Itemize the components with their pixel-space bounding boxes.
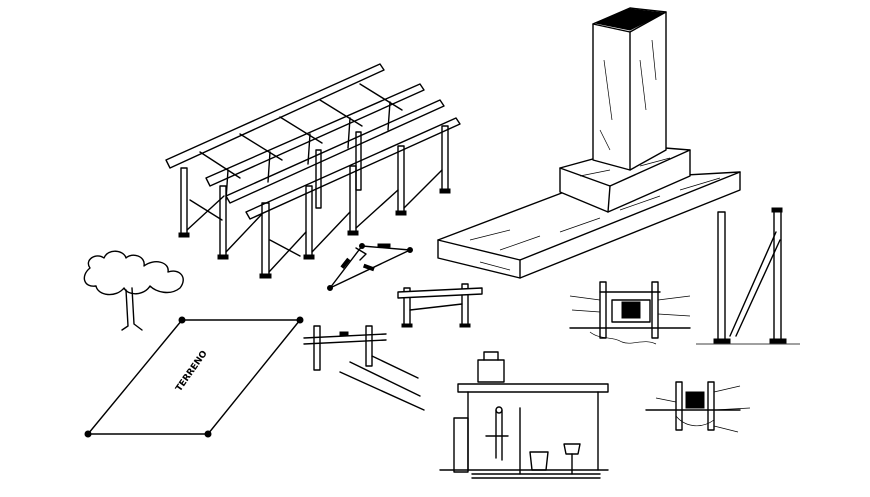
terrain-label: TERRENO bbox=[174, 349, 210, 394]
tree-symbol bbox=[83, 250, 184, 331]
foundation-section-detail bbox=[569, 281, 691, 345]
timber-frame-structure bbox=[165, 63, 461, 279]
braced-post-details bbox=[696, 207, 800, 345]
water-tank-utility-room bbox=[439, 351, 609, 479]
survey-layout-lines bbox=[327, 243, 413, 291]
footing-section-detail bbox=[645, 381, 751, 433]
terrain-plot: TERRENO bbox=[84, 316, 304, 438]
level-stakes-slope bbox=[303, 325, 425, 411]
column-footing-block bbox=[437, 7, 741, 279]
batter-board-posts bbox=[397, 283, 483, 328]
